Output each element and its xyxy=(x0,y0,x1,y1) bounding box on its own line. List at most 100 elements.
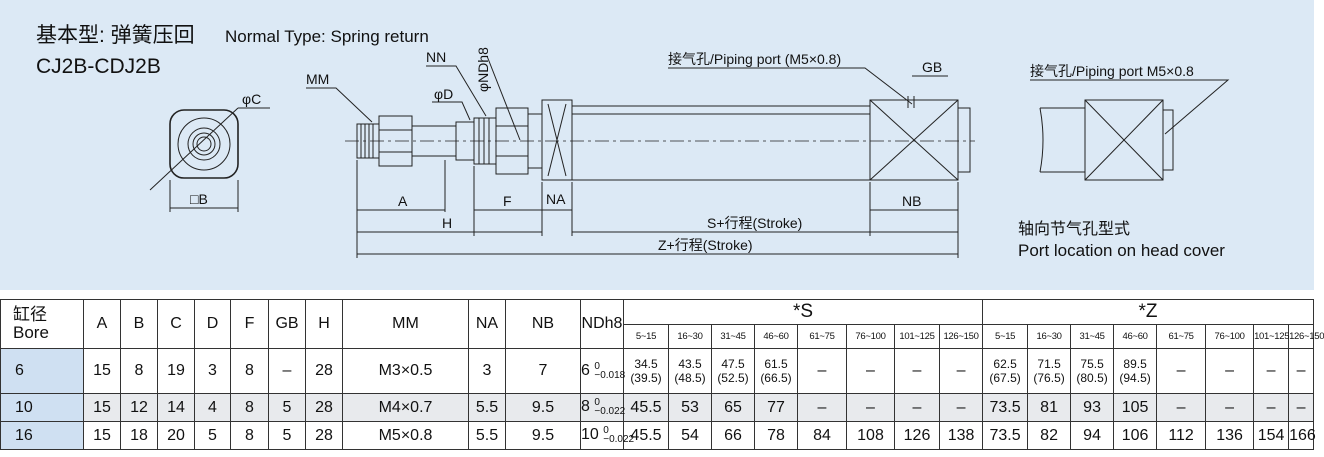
table-cell: 5.5 xyxy=(468,393,506,422)
z-value-cell: 81 xyxy=(1027,393,1072,422)
end-view-circle-core xyxy=(196,136,212,152)
s-stroke-header: 5~15 xyxy=(623,324,669,349)
port-caption-cn: 轴向节气孔型式 xyxy=(1018,220,1130,238)
title-cn: 基本型: 弹簧压回 xyxy=(36,24,195,47)
label-phi-d: φD xyxy=(434,86,453,102)
table-cell: 8 xyxy=(230,393,269,422)
s-value-cell: 84 xyxy=(797,421,847,450)
nd-tolerance: 0−0.022 xyxy=(594,398,625,417)
label-f: F xyxy=(503,193,512,209)
z-value-cell: – xyxy=(1156,393,1207,422)
technical-drawing-panel: 基本型: 弹簧压回 Normal Type: Spring return CJ2… xyxy=(0,0,1314,290)
z-value-cell: 154 xyxy=(1253,421,1290,450)
s-value: 43.5 xyxy=(678,357,702,371)
table-cell: 5 xyxy=(194,421,231,450)
table-cell: 20 xyxy=(157,421,195,450)
table-cell: 5 xyxy=(268,421,306,450)
z-value-alt: (76.5) xyxy=(1033,371,1065,385)
z-value-cell: – xyxy=(1253,393,1290,422)
z-stroke-header: 126~150 xyxy=(1288,324,1324,349)
label-mm: MM xyxy=(306,71,329,87)
end-view-outline xyxy=(169,109,239,179)
bore-header-en: Bore xyxy=(13,323,49,342)
col-a-header: A xyxy=(83,299,121,349)
table-cell: 28 xyxy=(305,348,343,394)
nd-tol-bottom: −0.022 xyxy=(603,434,635,446)
s-value: 34.5 xyxy=(634,357,658,371)
table-cell: M4×0.7 xyxy=(342,393,469,422)
z-value-cell: 82 xyxy=(1027,421,1072,450)
s-stroke-header: 126~150 xyxy=(938,324,984,349)
s-value-cell: 108 xyxy=(846,421,895,450)
table-cell: 8 xyxy=(230,348,269,394)
label-nb: NB xyxy=(902,193,921,209)
table-cell: 14 xyxy=(157,393,195,422)
nd-cell: 6 0−0.018 xyxy=(580,348,626,394)
cylinder-drawing: 基本型: 弹簧压回 Normal Type: Spring return CJ2… xyxy=(36,24,1230,260)
table-cell: 8 xyxy=(120,348,158,394)
label-phi-c: φC xyxy=(242,91,261,107)
port-caption-en: Port location on head cover xyxy=(1018,241,1225,260)
col-gb-header: GB xyxy=(268,299,306,349)
z-stroke-header: 101~125 xyxy=(1253,324,1290,349)
end-view-circle-inner xyxy=(192,132,216,156)
s-value-cell: 78 xyxy=(754,421,798,450)
z-stroke-header: 5~15 xyxy=(982,324,1029,349)
nd-value: 8 xyxy=(581,398,590,416)
table-cell: 15 xyxy=(83,348,121,394)
nd-tolerance: 0−0.018 xyxy=(594,361,626,381)
s-value-cell: 45.5 xyxy=(623,421,669,450)
table-cell: – xyxy=(268,348,306,394)
s-value-cell: – xyxy=(938,393,984,422)
nd-tol-bottom: −0.018 xyxy=(594,369,626,381)
table-cell: 18 xyxy=(120,421,158,450)
z-group-header: *Z xyxy=(982,299,1314,325)
end-view-circle-mid xyxy=(187,127,221,161)
z-value-alt: (80.5) xyxy=(1076,371,1108,385)
s-value: 61.5 xyxy=(764,357,788,371)
leader-mm xyxy=(306,87,373,123)
col-ndh8-header: NDh8 xyxy=(580,299,624,349)
z-stroke-header: 16~30 xyxy=(1027,324,1072,349)
leader-ndh8 xyxy=(486,55,521,141)
z-value-cell: – xyxy=(1205,348,1255,394)
nd-cell: 10 0−0.022 xyxy=(580,421,634,450)
s-value-cell: – xyxy=(797,393,847,422)
table-cell: 9.5 xyxy=(505,393,581,422)
label-s-stroke: S+行程(Stroke) xyxy=(707,215,802,231)
table-cell: 12 xyxy=(120,393,158,422)
s-value-alt: (66.5) xyxy=(760,371,792,385)
z-value-cell: 94 xyxy=(1070,421,1115,450)
s-value-cell: 34.5(39.5) xyxy=(623,348,669,394)
s-value: 47.5 xyxy=(721,357,745,371)
col-b-header: B xyxy=(120,299,158,349)
s-value-cell: – xyxy=(846,348,895,394)
s-value-cell: 77 xyxy=(754,393,798,422)
z-value-cell: 136 xyxy=(1205,421,1255,450)
z-stroke-header: 46~60 xyxy=(1113,324,1158,349)
z-value-cell: 75.5(80.5) xyxy=(1070,348,1115,394)
s-value-cell: 47.5(52.5) xyxy=(711,348,755,394)
s-value-cell: – xyxy=(894,348,940,394)
nd-tol-top: 0 xyxy=(603,425,609,437)
s-stroke-header: 16~30 xyxy=(668,324,712,349)
nd-tolerance: 0−0.022 xyxy=(603,425,635,446)
z-value-cell: 112 xyxy=(1156,421,1207,450)
col-nb-header: NB xyxy=(505,299,581,349)
s-value-cell: – xyxy=(846,393,895,422)
col-c-header: C xyxy=(157,299,195,349)
s-value-alt: (39.5) xyxy=(630,371,662,385)
s-value-cell: 45.5 xyxy=(623,393,669,422)
s-value-cell: – xyxy=(894,393,940,422)
label-nn: NN xyxy=(426,49,446,65)
table-cell: 8 xyxy=(230,421,269,450)
z-value-cell: – xyxy=(1205,393,1255,422)
table-cell: M3×0.5 xyxy=(342,348,469,394)
nd-value: 6 xyxy=(581,362,590,380)
s-value-alt: (48.5) xyxy=(674,371,706,385)
leader-port-detail xyxy=(1030,79,1230,135)
z-stroke-header: 61~75 xyxy=(1156,324,1207,349)
